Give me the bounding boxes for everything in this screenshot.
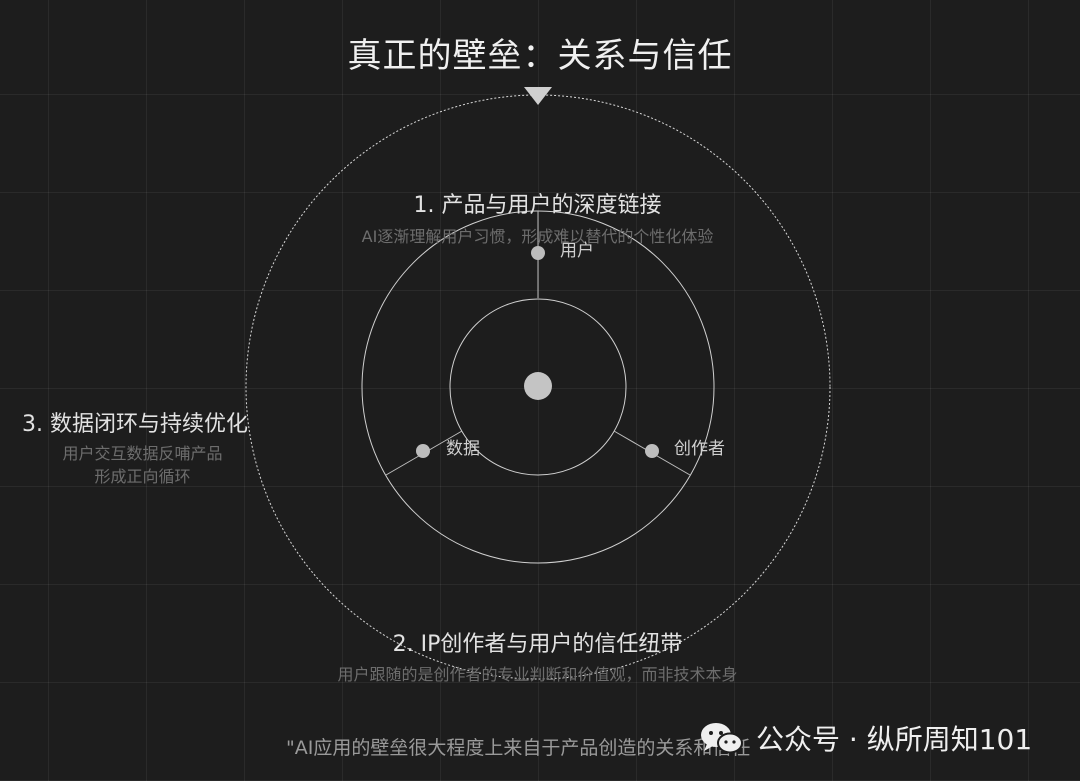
center-node (524, 372, 552, 400)
user-node (531, 246, 545, 260)
creator-node (645, 444, 659, 458)
creator-node-label: 创作者 (674, 439, 725, 459)
user-node-label: 用户 (560, 241, 594, 261)
page-title: 真正的壁垒：关系与信任 (347, 36, 733, 76)
section-1-heading: 1. 产品与用户的深度链接 (413, 193, 662, 218)
section-2-heading: 2. IP创作者与用户的信任纽带 (392, 632, 683, 657)
section-3-heading: 3. 数据闭环与持续优化 (22, 412, 248, 437)
inner-ring (449, 298, 627, 476)
section-3-subtitle-line-1: 用户交互数据反哺产品 (62, 444, 223, 463)
section-2-subtitle: 用户跟随的是创作者的专业判断和价值观，而非技术本身 (337, 665, 738, 684)
section-3-subtitle-line-2: 形成正向循环 (94, 467, 191, 486)
top-marker (524, 87, 552, 105)
watermark: 公众号 · 纵所周知101 (698, 720, 1032, 756)
data-node (416, 444, 430, 458)
section-3-subtitle: 用户交互数据反哺产品 形成正向循环 (40, 442, 245, 488)
section-1-subtitle: AI逐渐理解用户习惯，形成难以替代的个性化体验 (361, 227, 714, 246)
watermark-text: 公众号 · 纵所周知101 (756, 723, 1033, 756)
outer-ring (245, 94, 831, 680)
data-node-label: 数据 (446, 439, 480, 459)
quote-text: "AI应用的壁垒很大程度上来自于产品创造的关系和信任 (286, 737, 751, 759)
wechat-icon (701, 723, 743, 754)
